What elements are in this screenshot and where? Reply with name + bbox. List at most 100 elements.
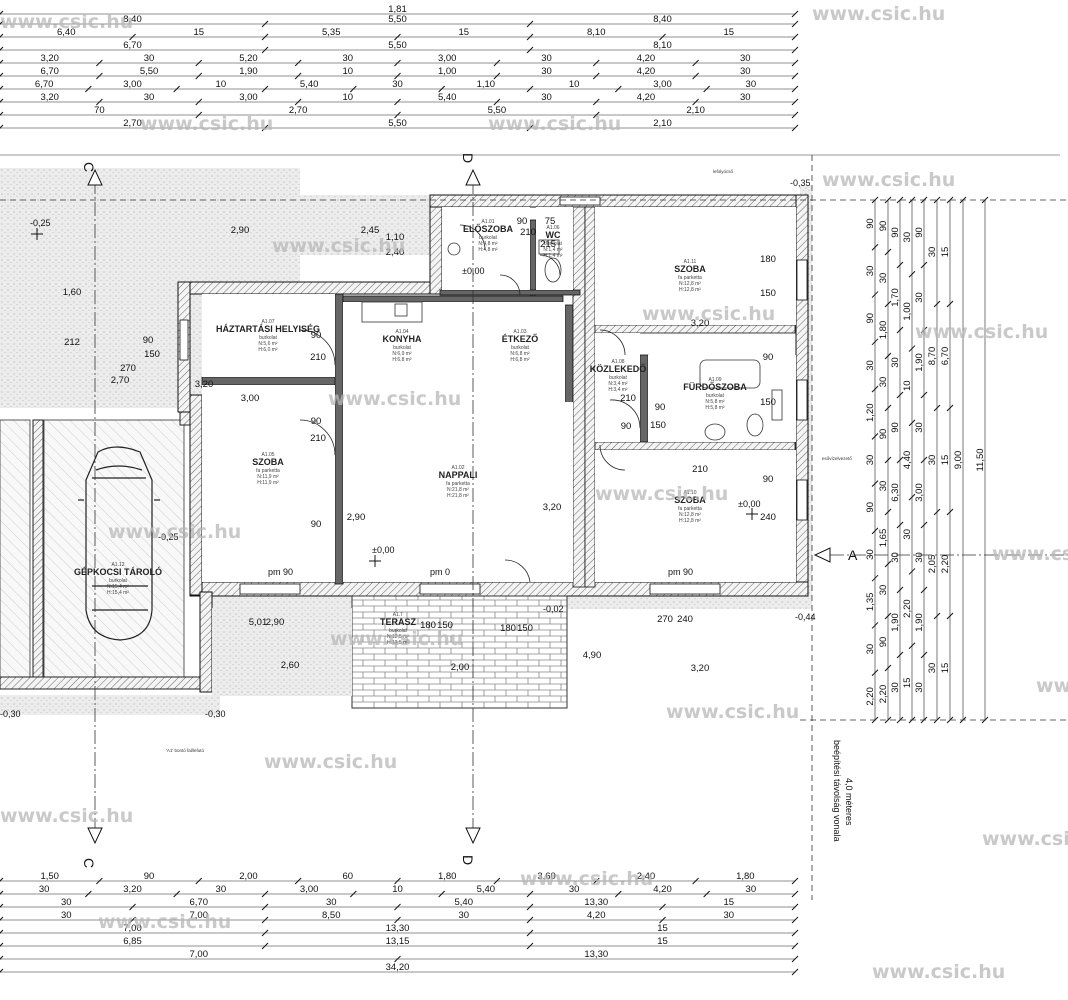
right-dim-tick-4-1: [920, 261, 928, 269]
top-dim-label-6-3: 5,40: [300, 79, 319, 90]
room-line-haztartasi-2: H:6,0 m²: [258, 347, 278, 353]
right-dim-label-4-2: 1,90: [914, 353, 925, 372]
bottom-dim-label-1-4: 10: [392, 884, 403, 895]
room-line-eloszoba-1: N:4,8 m²: [478, 241, 498, 247]
inner-dim-3: 2,40: [386, 247, 405, 258]
right-dim-label-6-0: 15: [940, 247, 951, 258]
right-dim-label-2-5: 30: [890, 552, 901, 563]
right-dim-label-6-3: 2,20: [940, 555, 951, 574]
inner-dim-6: 75: [545, 216, 556, 227]
bottom-dim-tick-2-4: [526, 903, 534, 911]
level-paving: -0,25: [30, 218, 51, 228]
bottom-dim-label-3-2: 8,50: [322, 910, 341, 921]
pm-right: pm 90: [668, 567, 693, 577]
right-dim-label-5-3: 2,05: [927, 555, 938, 574]
top-dim-label-5-0: 6,70: [40, 66, 59, 77]
inner-dim-14: 150: [760, 288, 776, 299]
bottom-dim-tick-1-8: [703, 890, 711, 898]
bottom-dim-label-4-1: 13,30: [386, 923, 410, 934]
right-dim-tick-0-6: [871, 480, 879, 487]
watermark-7: www.csic.hu: [915, 321, 1048, 343]
bottom-dim-tick-2-2: [261, 903, 269, 911]
inner-dim-27: 212: [64, 337, 80, 348]
right-dim-tick-0-4: [871, 385, 879, 393]
level-crosses: [31, 228, 758, 567]
inner-dim-0: 2,90: [231, 225, 250, 236]
section-label-d-top: D: [460, 153, 476, 163]
top-dim-label-5-7: 30: [740, 66, 751, 77]
room-line-konyha-2: H:6,8 m²: [392, 357, 412, 363]
right-dim-tick-1-1: [884, 248, 892, 256]
bottom-dim-label-2-5: 15: [723, 897, 734, 908]
right-dim-label-4-3: 30: [914, 422, 925, 433]
right-dim-label-1-3: 30: [878, 377, 889, 388]
right-dim-label-5-2: 30: [927, 455, 938, 466]
inner-dim-8: 3,20: [691, 318, 710, 329]
inner-dim-37: 180: [500, 623, 516, 634]
top-dim-label-4-3: 30: [343, 53, 354, 64]
carport-floor: [43, 419, 185, 681]
right-dim-tick-2-7: [896, 651, 904, 659]
right-dim-label-7-0: 9,00: [953, 451, 964, 470]
right-dim-tick-3-3: [908, 419, 916, 427]
section-marker-d-bottom: D: [460, 827, 481, 865]
level-markers: ±0,00 ±0,00 ±0,00 -0,25 -0,35 -0,02 -0,4…: [0, 178, 816, 719]
top-dim-label-7-6: 4,20: [637, 92, 656, 103]
watermark-6: www.csic.hu: [642, 303, 775, 325]
car-icon: [78, 446, 160, 641]
bottom-dim-tick-1-9: [791, 890, 799, 898]
door-swings: [299, 224, 641, 583]
level-terrace: -0,02: [543, 604, 564, 614]
top-dim-tick-2-2: [261, 33, 269, 41]
top-dim-tick-7-0: [0, 98, 4, 103]
top-dim-tick-9-1: [261, 124, 269, 132]
room-line-szoba3-0: fa parketta: [678, 506, 702, 512]
right-dim-label-1-8: 90: [878, 637, 889, 648]
top-dim-tick-6-0: [0, 85, 4, 90]
right-dim-label-1-7: 30: [878, 585, 889, 596]
sidewalk-left: [0, 695, 220, 715]
right-dim-label-1-1: 30: [878, 273, 889, 284]
watermark-19: www.csic.hu: [98, 911, 231, 933]
right-dim-label-1-4: 90: [878, 429, 889, 440]
right-dim-tick-0-8: [871, 574, 879, 582]
top-dim-label-3-0: 6,70: [123, 40, 142, 51]
room-line-szoba3-1: N:12,8 m²: [679, 512, 701, 518]
top-dim-tick-6-6: [526, 85, 534, 93]
right-dim-tick-2-4: [896, 456, 904, 464]
bottom-dim-tick-1-1: [84, 890, 92, 898]
bottom-dim-label-3-3: 30: [458, 910, 469, 921]
top-dim-tick-1-0: [0, 20, 4, 25]
bottom-dim-tick-1-6: [526, 890, 534, 898]
level-left: -0,30: [0, 709, 21, 719]
section-label-c-top: C: [81, 162, 97, 172]
room-line-eloszoba-0: burkolat: [479, 235, 497, 241]
inner-dim-41: 90: [763, 474, 774, 485]
right-dim-label-2-3: 90: [890, 422, 901, 433]
room-name-nappali: NAPPALI: [439, 470, 478, 480]
right-dim-tick-2-6: [896, 586, 904, 594]
right-dim-label-0-7: 30: [865, 549, 876, 560]
top-dim-tick-7-5: [493, 98, 501, 106]
room-line-etkezo-2: H:6,8 m²: [510, 357, 530, 363]
right-dim-tick-1-0: [884, 196, 892, 204]
top-dim-tick-3-3: [791, 46, 799, 54]
room-line-kozlekedo-0: burkolat: [609, 375, 627, 381]
right-dim-tick-4-2: [920, 326, 928, 334]
watermark-21: www.csic.hu: [0, 11, 133, 33]
watermark-2: www.csic.hu: [140, 113, 273, 135]
room-kitchen: [343, 302, 461, 402]
top-dim-label-4-2: 5,20: [239, 53, 258, 64]
inner-dim-23: 210: [692, 464, 708, 475]
top-dim-tick-4-0: [0, 59, 4, 64]
bottom-dim-tick-6-0: [0, 955, 4, 960]
top-dim-tick-1-1: [261, 20, 269, 28]
room-line-nappali-0: fa parketta: [446, 481, 470, 487]
inner-dim-43: 90: [763, 352, 774, 363]
right-dim-tick-0-2: [871, 291, 879, 298]
top-dim-tick-6-8: [703, 85, 711, 93]
top-dim-label-7-2: 3,00: [239, 92, 258, 103]
top-dim-tick-0-0: [0, 10, 4, 15]
top-dim-tick-6-4: [349, 85, 357, 93]
